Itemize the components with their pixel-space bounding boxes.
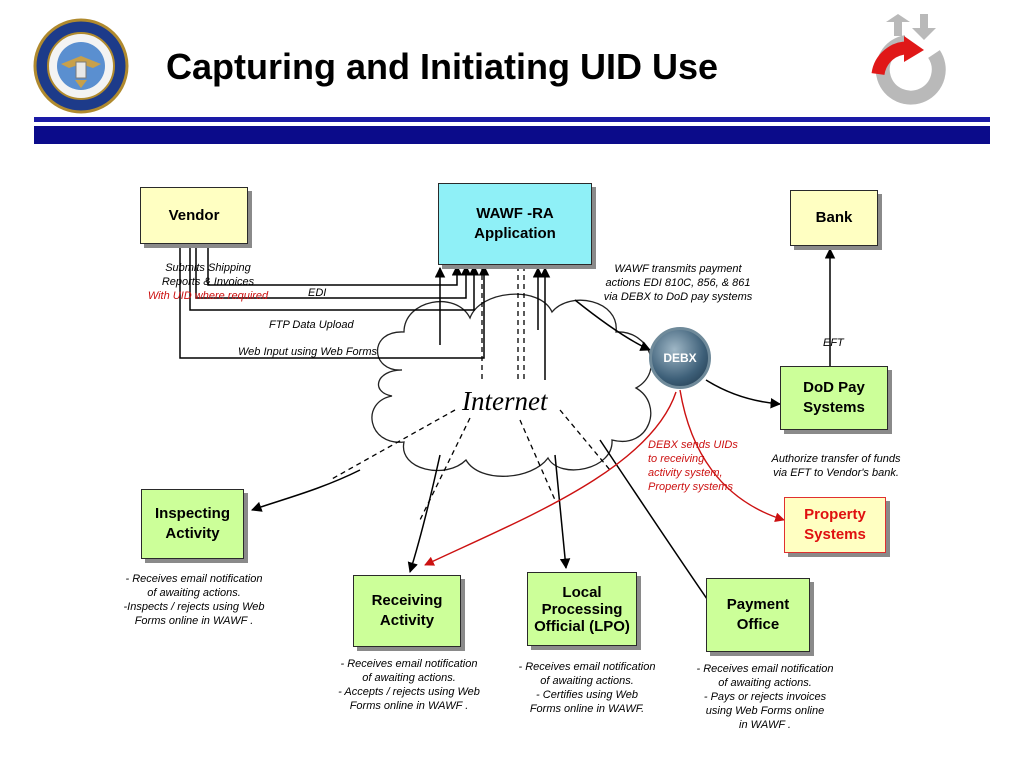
property-label-line2: Systems [804, 526, 866, 543]
receiving-label-line2: Activity [379, 612, 435, 629]
wawf-transmits-note: WAWF transmits payment actions EDI 810C,… [592, 262, 764, 304]
dod-pay-label-line1: DoD Pay [803, 379, 865, 396]
lpo-box: Local Processing Official (LPO) [527, 572, 637, 646]
receiving-note-line: Forms online in WAWF . [349, 700, 469, 712]
property-label-line1: Property [804, 506, 866, 523]
payment-office-box: Payment Office [706, 578, 810, 652]
debx-sends-note: DEBX sends UIDs to receiving activity sy… [648, 438, 738, 494]
dod-pay-note-line: Authorize transfer of funds [771, 453, 901, 465]
vendor-note-line: Submits Shipping [165, 262, 251, 274]
debx-sends-line: activity system, [648, 467, 723, 479]
property-systems-box: Property Systems [784, 497, 886, 553]
payment-note-line: - Receives email notification [696, 663, 834, 675]
receiving-note-line: of awaiting actions. [362, 672, 456, 684]
vendor-note-line: Reports & Invoices [161, 276, 255, 288]
payment-note-line: using Web Forms online [705, 705, 825, 717]
wawf-transmits-line: via DEBX to DoD pay systems [603, 291, 753, 303]
vendor-label: Vendor [168, 206, 220, 224]
lpo-label-line2: Processing [541, 600, 623, 618]
receiving-note-line: - Receives email notification [340, 658, 478, 670]
receiving-label-line1: Receiving [371, 592, 443, 609]
dod-pay-note-line: via EFT to Vendor's bank. [773, 467, 899, 479]
inspecting-note-line: of awaiting actions. [147, 587, 241, 599]
dod-pay-systems-box: DoD Pay Systems [780, 366, 888, 430]
lpo-note: - Receives email notification of awaitin… [506, 660, 668, 716]
bank-box: Bank [790, 190, 878, 246]
wawf-transmits-line: actions EDI 810C, 856, & 861 [605, 277, 751, 289]
payment-note-line: in WAWF . [739, 719, 791, 731]
vendor-box: Vendor [140, 187, 248, 244]
web-input-label: Web Input using Web Forms [238, 346, 377, 358]
payment-note-line: of awaiting actions. [718, 677, 812, 689]
debx-globe-icon: DEBX [649, 327, 711, 389]
dod-pay-note: Authorize transfer of funds via EFT to V… [758, 452, 914, 480]
lpo-note-line: - Certifies using Web [536, 689, 638, 701]
receiving-note: - Receives email notification of awaitin… [326, 657, 492, 713]
vendor-note-uid: With UID where required [147, 290, 269, 302]
inspecting-activity-box: Inspecting Activity [141, 489, 244, 559]
inspecting-note-line: - Receives email notification [125, 573, 263, 585]
payment-note-line: - Pays or rejects invoices [703, 691, 827, 703]
receiving-note-line: - Accepts / rejects using Web [338, 686, 480, 698]
vendor-note: Submits Shipping Reports & Invoices With… [137, 261, 279, 303]
page-title: Capturing and Initiating UID Use [166, 46, 719, 87]
lpo-note-line: Forms online in WAWF. [529, 703, 645, 715]
lpo-note-line: of awaiting actions. [540, 675, 634, 687]
inspecting-note: - Receives email notification of awaitin… [112, 572, 276, 628]
inspecting-label-line1: Inspecting [154, 505, 230, 522]
header-rule-thin [34, 117, 990, 122]
lpo-label-line1: Local [562, 583, 602, 601]
payment-label-line2: Office [736, 616, 780, 633]
wawf-label-line2: Application [474, 225, 556, 242]
inspecting-note-line: Forms online in WAWF . [134, 615, 254, 627]
inspecting-note-line: -Inspects / rejects using Web [123, 601, 265, 613]
payment-note: - Receives email notification of awaitin… [684, 662, 846, 732]
cycle-arrows-icon [868, 14, 960, 106]
bank-label: Bank [815, 209, 853, 226]
debx-sends-line: DEBX sends UIDs [648, 439, 738, 451]
header-rule-thick [34, 126, 990, 144]
debx-label: DEBX [663, 351, 697, 365]
dod-seal-icon [33, 18, 129, 114]
debx-sends-line: Property systems [648, 481, 733, 493]
ftp-label: FTP Data Upload [269, 319, 354, 331]
dod-pay-label-line2: Systems [803, 399, 865, 416]
internet-label: Internet [462, 386, 548, 416]
receiving-activity-box: Receiving Activity [353, 575, 461, 647]
internet-cloud [371, 293, 653, 477]
edi-label: EDI [308, 287, 327, 299]
lpo-label-line3: Official (LPO) [534, 617, 630, 635]
lpo-note-line: - Receives email notification [518, 661, 656, 673]
inspecting-label-line2: Activity [165, 525, 220, 542]
debx-sends-line: to receiving [648, 453, 705, 465]
wawf-ra-application-box: WAWF -RA Application [438, 183, 592, 265]
eft-label: EFT [823, 337, 844, 349]
wawf-label-line1: WAWF -RA [476, 205, 554, 222]
wawf-transmits-line: WAWF transmits payment [614, 263, 742, 275]
payment-label-line1: Payment [726, 596, 790, 613]
